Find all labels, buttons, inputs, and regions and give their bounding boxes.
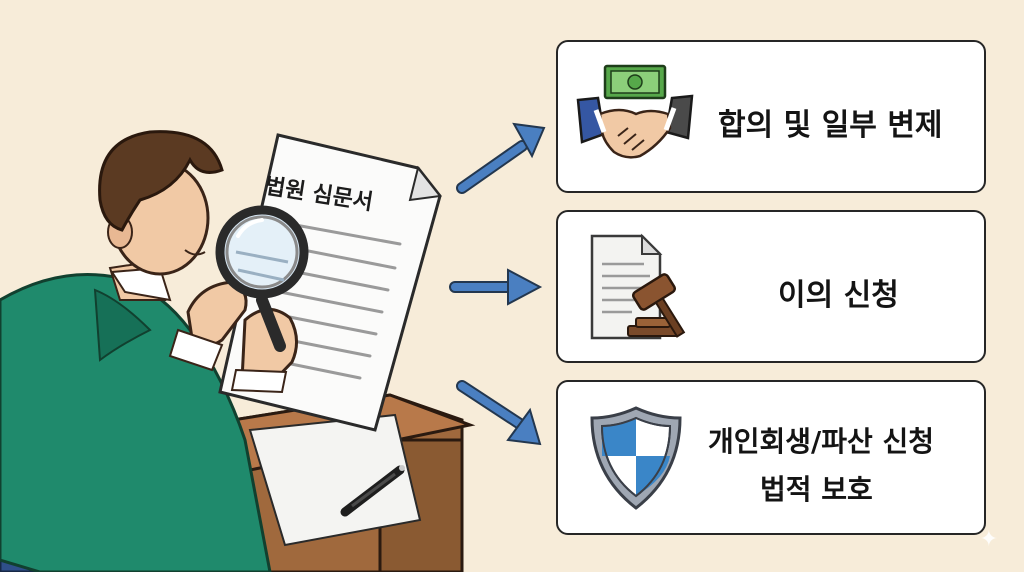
magnifying-glass-icon xyxy=(215,205,309,352)
arrow-right-icon xyxy=(449,268,543,306)
pen-icon xyxy=(340,465,405,517)
arrow-down-right-icon xyxy=(456,380,542,446)
man-head xyxy=(98,130,224,276)
option-card-rehabilitation: 개인회생/파산 신청 법적 보호 xyxy=(556,380,986,535)
option-label-objection: 이의 신청 xyxy=(778,278,899,313)
option-card-objection: 이의 신청 xyxy=(556,210,986,363)
sparkle-icon: ✦ xyxy=(979,527,998,552)
option-label-settlement: 합의 및 일부 변제 xyxy=(718,108,943,143)
option-label-legal-protection: 법적 보호 xyxy=(760,473,873,506)
shield-icon xyxy=(590,406,682,510)
handshake-money-icon xyxy=(576,64,694,159)
green-jacket xyxy=(0,273,272,572)
arrow-up-right-icon xyxy=(456,122,546,194)
option-label-rehabilitation: 개인회생/파산 신청 xyxy=(708,425,935,458)
document-gavel-icon xyxy=(590,233,686,340)
option-card-settlement: 합의 및 일부 변제 xyxy=(556,40,986,193)
